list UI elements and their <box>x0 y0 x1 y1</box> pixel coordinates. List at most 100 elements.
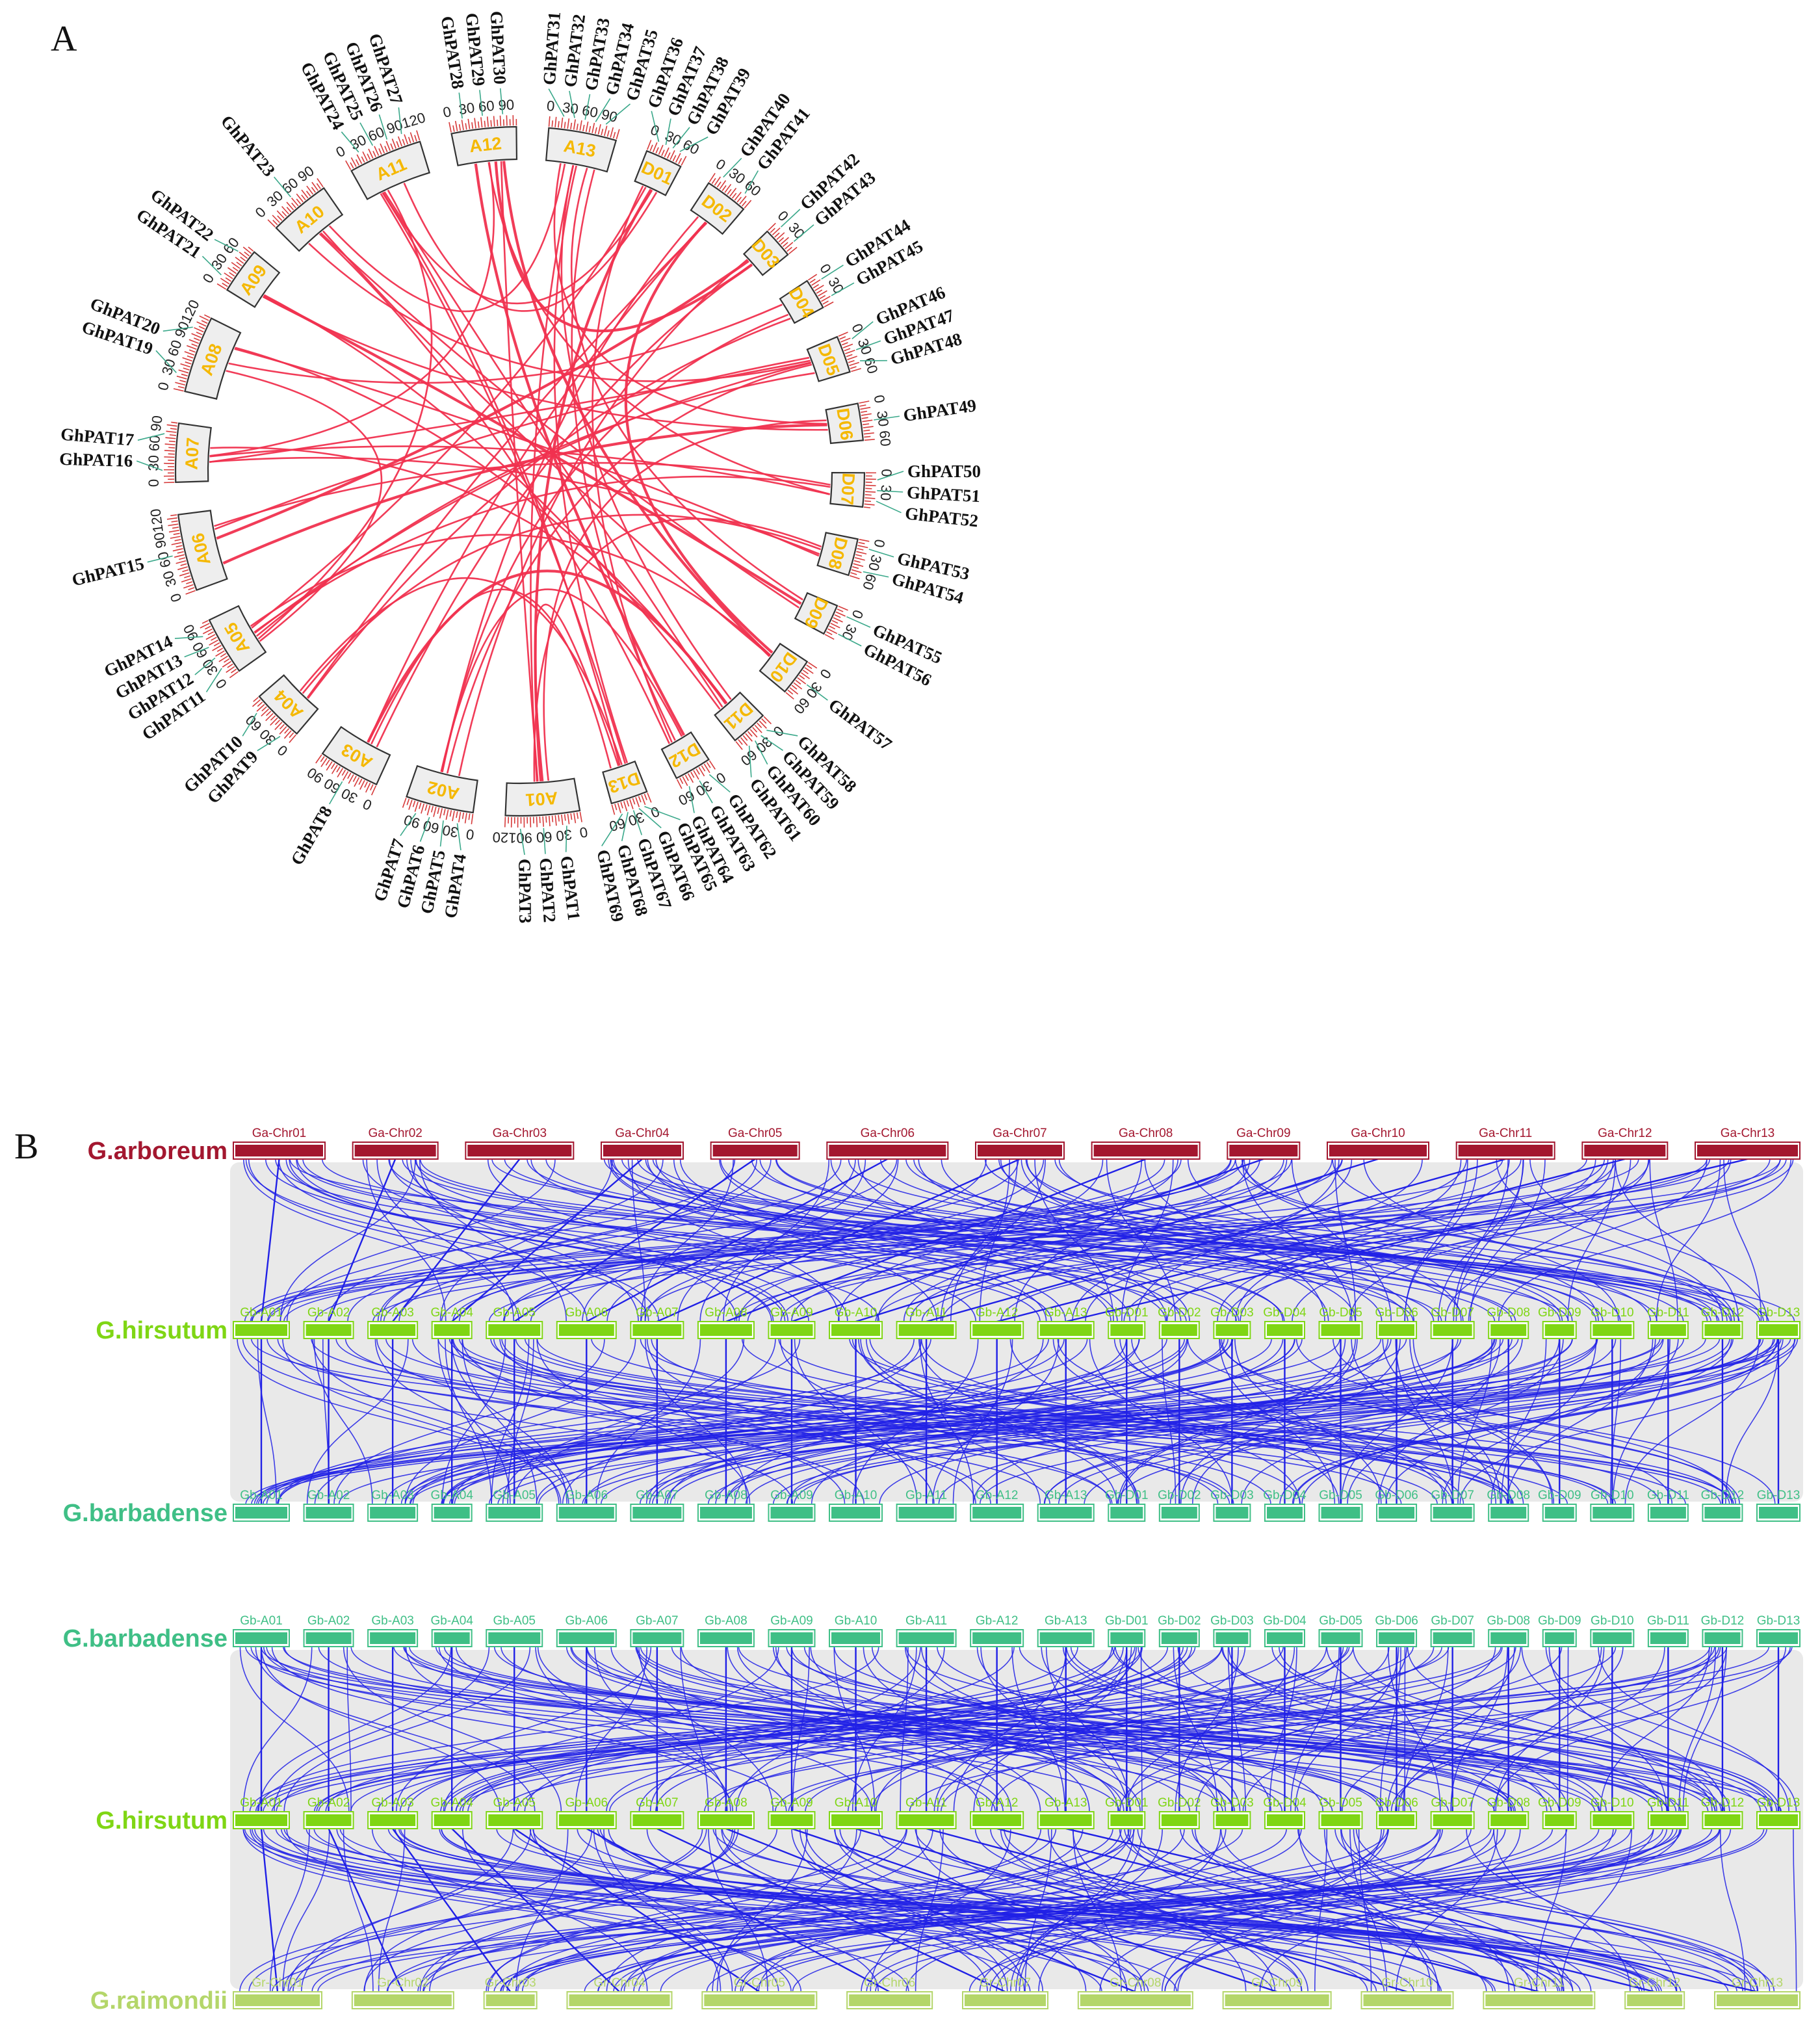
chromosome-bar <box>1650 1814 1686 1826</box>
axis-tick <box>330 763 335 770</box>
tick-label: 0 <box>465 826 475 843</box>
axis-tick <box>666 152 671 159</box>
axis-tick <box>181 373 188 377</box>
axis-tick <box>861 417 868 419</box>
axis-tick <box>296 193 304 203</box>
collinear-link <box>738 1158 1179 1322</box>
orthologous-link <box>996 1827 1655 1993</box>
axis-tick <box>834 614 841 618</box>
gene-connector <box>744 170 759 194</box>
chromosome-name: Gb-A05 <box>493 1489 535 1502</box>
axis-tick <box>257 701 263 707</box>
chromosome-bar <box>1458 1145 1553 1156</box>
axis-tick <box>714 176 722 186</box>
axis-tick <box>464 813 467 824</box>
axis-tick <box>286 207 292 213</box>
collinear-link <box>792 1646 810 1812</box>
collinear-link <box>275 1158 1041 1322</box>
axis-tick <box>848 359 855 363</box>
axis-tick <box>617 803 621 813</box>
collinear-link <box>747 1158 1522 1322</box>
collinear-link <box>1175 1646 1239 1812</box>
axis-tick <box>211 636 217 641</box>
collinear-link <box>1135 1158 1340 1322</box>
chromosome-bar <box>1161 1632 1197 1644</box>
collinear-link <box>467 1646 1223 1812</box>
chromosome-block <box>504 777 581 817</box>
chromosome-name: Gb-A06 <box>566 1306 608 1320</box>
duplication-link <box>263 294 721 710</box>
chromosome-bar <box>1321 1814 1360 1826</box>
collinear-link <box>866 1828 1506 1992</box>
tick-label: 30 <box>441 822 460 841</box>
duplication-link <box>382 192 621 766</box>
duplication-link <box>226 370 383 642</box>
tick-label: 0 <box>871 538 889 549</box>
collinear-link <box>871 1646 1324 1812</box>
chromosome-name: Gb-A11 <box>905 1306 947 1320</box>
collinear-link <box>1010 1828 1163 1992</box>
collinear-link <box>1378 1338 1501 1505</box>
chromosome-bar <box>235 1814 287 1826</box>
orthologous-link <box>855 1827 1408 1993</box>
chromosome-block <box>825 402 864 445</box>
gene-label: GhPAT1 <box>557 855 584 921</box>
axis-tick <box>172 548 183 552</box>
axis-tick <box>443 809 446 816</box>
axis-tick <box>462 812 465 819</box>
axis-tick <box>545 816 547 823</box>
chromosome-d10: D1003060 <box>759 642 835 717</box>
axis-tick <box>199 315 209 321</box>
axis-tick <box>782 242 788 247</box>
axis-tick <box>291 202 296 209</box>
axis-tick <box>819 294 826 300</box>
collinear-link <box>791 1158 1333 1322</box>
duplication-link <box>370 588 612 769</box>
chromosome-name: Gb-A04 <box>430 1306 473 1320</box>
axis-tick <box>606 130 610 137</box>
chromosome-block <box>406 764 478 814</box>
orthologous-link <box>451 1828 620 1992</box>
collinear-link <box>377 1646 1284 1812</box>
axis-tick <box>698 766 705 777</box>
chromosome-bar <box>434 1814 470 1826</box>
chromosome-bar <box>1433 1632 1472 1644</box>
chromosome-bar <box>354 1145 436 1156</box>
axis-tick <box>193 337 200 341</box>
axis-tick <box>864 438 875 441</box>
collinear-link <box>646 1338 935 1505</box>
chromosome-name: Gb-A09 <box>770 1796 812 1810</box>
duplication-link <box>543 419 827 781</box>
chromosome-bar <box>1110 1507 1143 1519</box>
chromosome-name: Gb-D04 <box>1263 1796 1306 1810</box>
chromosome-name: Gb-D12 <box>1701 1306 1745 1320</box>
axis-tick <box>554 116 557 127</box>
axis-tick <box>809 278 816 283</box>
orthologous-link <box>926 1827 1540 1993</box>
axis-tick <box>558 121 560 128</box>
axis-tick <box>240 256 246 262</box>
collinear-link <box>1019 1646 1762 1812</box>
axis-tick <box>452 125 455 132</box>
axis-tick <box>661 150 665 157</box>
gene-connector <box>665 118 671 146</box>
collinear-link <box>810 1646 1119 1812</box>
chromosome-name: Gb-A07 <box>636 1614 678 1628</box>
chromosome-name: Ga-Chr08 <box>1119 1127 1173 1140</box>
orthologous-link <box>791 1158 1264 1323</box>
collinear-link <box>536 1338 1734 1505</box>
collinear-link <box>277 1338 1050 1505</box>
chromosome-bar <box>1379 1814 1415 1826</box>
axis-tick <box>170 428 177 430</box>
axis-tick <box>277 215 283 221</box>
chromosome-label: D03 <box>748 235 783 272</box>
collinear-link <box>1379 1646 1401 1812</box>
axis-tick <box>391 138 396 149</box>
duplication-link <box>488 162 831 495</box>
tick-label: 0 <box>775 207 792 224</box>
collinear-link <box>254 1828 1177 1992</box>
collinear-link <box>792 1828 1767 1992</box>
collinear-link <box>1047 1828 1276 1992</box>
gene-connector <box>748 746 752 777</box>
axis-tick <box>754 724 762 733</box>
